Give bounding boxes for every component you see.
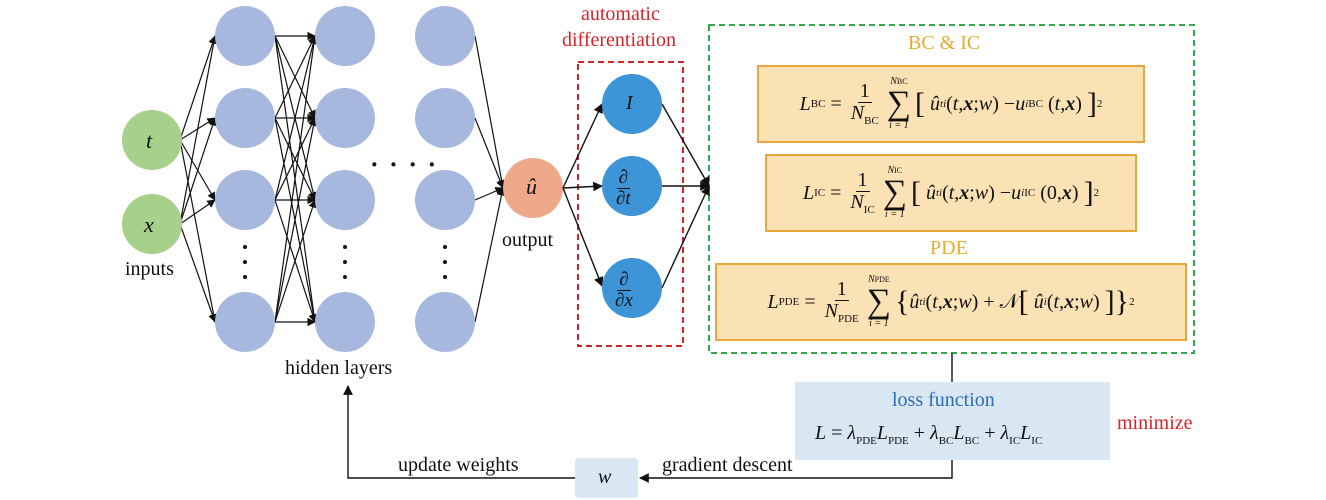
edge-h1-2-h2-0	[274, 35, 318, 201]
edge-input-0-h1-3	[179, 139, 218, 323]
pde-title: PDE	[930, 237, 968, 259]
weights-symbol: w	[598, 466, 612, 488]
edge-input-0-h1-0	[179, 35, 217, 141]
gradient-descent-label: gradient descent	[662, 454, 793, 476]
hidden-layers-label: hidden layers	[285, 357, 393, 379]
hidden-node-l1-1	[215, 6, 275, 66]
vertical-ellipsis	[243, 245, 447, 279]
weights-box	[575, 458, 638, 498]
autodiff-dashed-box	[577, 61, 684, 347]
update-weights-arrow	[343, 385, 575, 479]
hidden-node-l1-2	[215, 88, 275, 148]
output-node	[503, 158, 563, 218]
network-nodes	[122, 6, 563, 352]
loss-function-title: loss function	[892, 389, 995, 411]
input-node-x	[122, 194, 182, 254]
autodiff-title-line1: automatic	[581, 3, 660, 25]
hidden-node-l2-3	[315, 170, 375, 230]
dt-operator: ∂∂t	[616, 167, 631, 209]
hidden-node-l3-4	[415, 292, 475, 352]
output-symbol: û	[526, 174, 537, 199]
edge-input-1-h1-1	[179, 117, 217, 225]
edge-input-1-h1-2	[179, 199, 216, 225]
update-weights-label: update weights	[398, 454, 519, 476]
gradient-descent-arrow	[639, 460, 953, 483]
inputs-label: inputs	[125, 258, 174, 280]
horizontal-ellipsis: · · · ·	[370, 150, 439, 179]
edge-output-to-I	[562, 103, 603, 189]
dx-operator: ∂∂x	[615, 269, 633, 311]
edge-h1-3-h2-0	[274, 35, 319, 323]
hidden-node-l2-1	[315, 6, 375, 66]
output-label: output	[502, 229, 554, 251]
loss-function-box	[795, 382, 1110, 460]
edge-h3-2-output	[474, 187, 504, 201]
hidden-node-l3-2	[415, 88, 475, 148]
autodiff-title-line2: differentiation	[562, 29, 677, 51]
input-t-label: t	[146, 128, 153, 153]
autodiff-node-dx	[602, 258, 662, 318]
hidden-node-l3-1	[415, 6, 475, 66]
bc-ic-title: BC & IC	[908, 32, 981, 54]
hidden-node-l1-3	[215, 170, 275, 230]
edge-h1-2-h2-1	[274, 117, 316, 201]
network-edges	[179, 31, 506, 327]
minimize-label: minimize	[1117, 412, 1193, 434]
edge-h3-3-output	[474, 187, 506, 323]
hidden-node-l3-3	[415, 170, 475, 230]
edge-h3-1-output	[474, 117, 505, 189]
total-loss-equation: L = λPDELPDE + λBCLBC + λICLIC	[815, 422, 1043, 447]
input-x-label: x	[144, 212, 154, 237]
input-node-t	[122, 110, 182, 170]
edge-dx-to-loss	[661, 185, 710, 289]
edge-output-to-dx	[562, 187, 604, 287]
edge-h1-1-h2-0	[274, 35, 316, 119]
identity-operator: I	[626, 92, 633, 114]
hidden-node-l1-4	[215, 292, 275, 352]
edge-h3-0-output	[474, 35, 506, 189]
edge-h1-3-h2-2	[274, 199, 317, 323]
edge-h1-3-h2-1	[274, 117, 318, 323]
hidden-node-l2-4	[315, 292, 375, 352]
autodiff-node-dt	[602, 156, 662, 216]
edge-I-to-loss	[661, 103, 710, 187]
autodiff-node-identity	[602, 74, 662, 134]
edge-output-to-dt	[562, 181, 603, 192]
edge-input-1-h1-0	[179, 35, 218, 225]
edge-input-1-h1-3	[179, 223, 217, 323]
hidden-node-l2-2	[315, 88, 375, 148]
